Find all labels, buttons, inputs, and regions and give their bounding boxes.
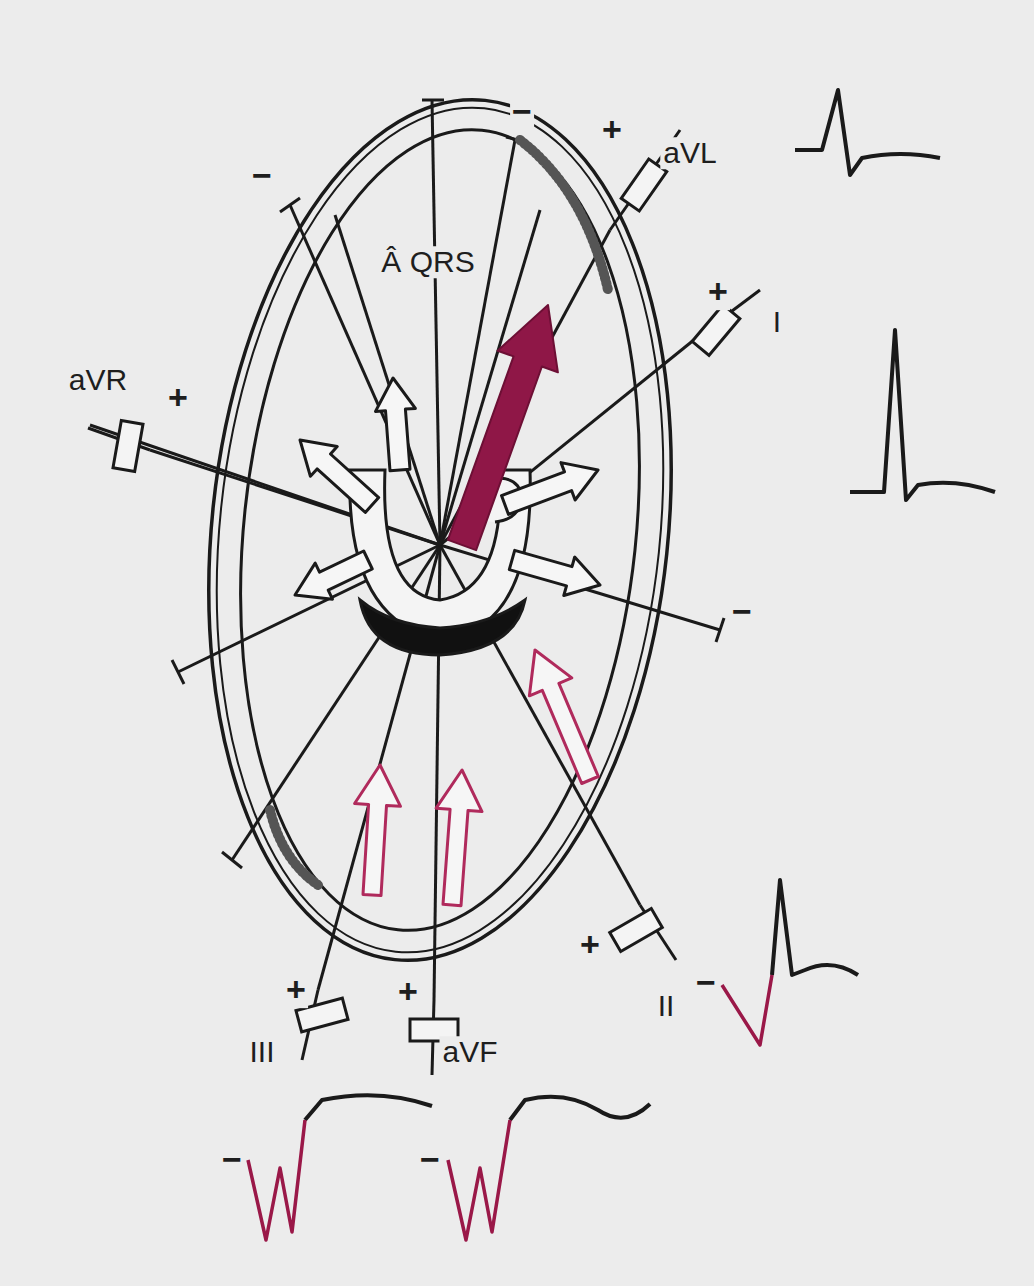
polarity-sign: − bbox=[694, 965, 718, 1001]
polarity-sign: − bbox=[510, 94, 534, 130]
vector-arrow bbox=[300, 440, 379, 512]
polarity-sign: − bbox=[250, 158, 274, 194]
axis-label: Â QRS bbox=[378, 246, 477, 278]
lead-name: aVL bbox=[660, 137, 719, 169]
vector-arrow bbox=[502, 463, 599, 515]
polarity-sign: − bbox=[730, 594, 754, 630]
lead-name: aVF bbox=[439, 1036, 500, 1068]
lead-name: II bbox=[655, 990, 678, 1022]
polarity-sign: + bbox=[600, 112, 624, 148]
lead-name: III bbox=[246, 1036, 277, 1068]
vector-arrow bbox=[355, 765, 401, 896]
polarity-sign: + bbox=[396, 974, 420, 1010]
polarity-sign: − bbox=[220, 1142, 244, 1178]
polarity-sign: − bbox=[418, 1142, 442, 1178]
lead-name: aVR bbox=[66, 364, 130, 396]
polarity-sign: + bbox=[578, 927, 602, 963]
vector-arrow bbox=[295, 551, 372, 599]
vector-arrow bbox=[436, 770, 482, 906]
vector-arrow bbox=[448, 305, 558, 550]
lead-name: I bbox=[770, 306, 784, 338]
polarity-sign: + bbox=[284, 972, 308, 1008]
polarity-sign: + bbox=[166, 380, 190, 416]
polarity-sign: + bbox=[706, 274, 730, 310]
vector-arrow bbox=[376, 378, 416, 471]
vector-arrow bbox=[529, 650, 598, 784]
vector-arrow bbox=[509, 550, 600, 595]
